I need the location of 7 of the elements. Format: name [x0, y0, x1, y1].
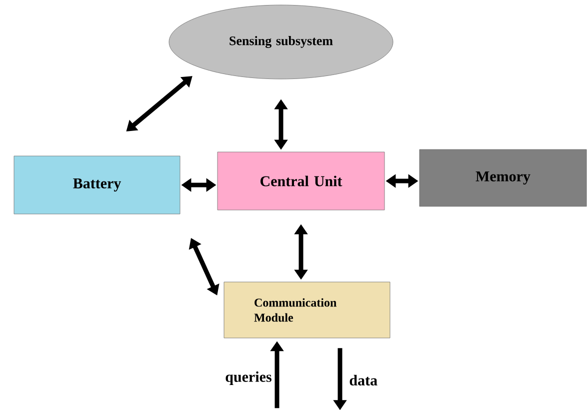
process-box: Communication Module: [224, 282, 390, 338]
process-box: Central Unit: [217, 152, 385, 210]
process-box: Battery: [14, 156, 180, 214]
ellipse-node: Sensing subsystem: [168, 4, 394, 80]
process-box: Memory: [419, 149, 587, 207]
edge-label: queries: [226, 371, 272, 385]
edge-label: data: [350, 374, 378, 386]
